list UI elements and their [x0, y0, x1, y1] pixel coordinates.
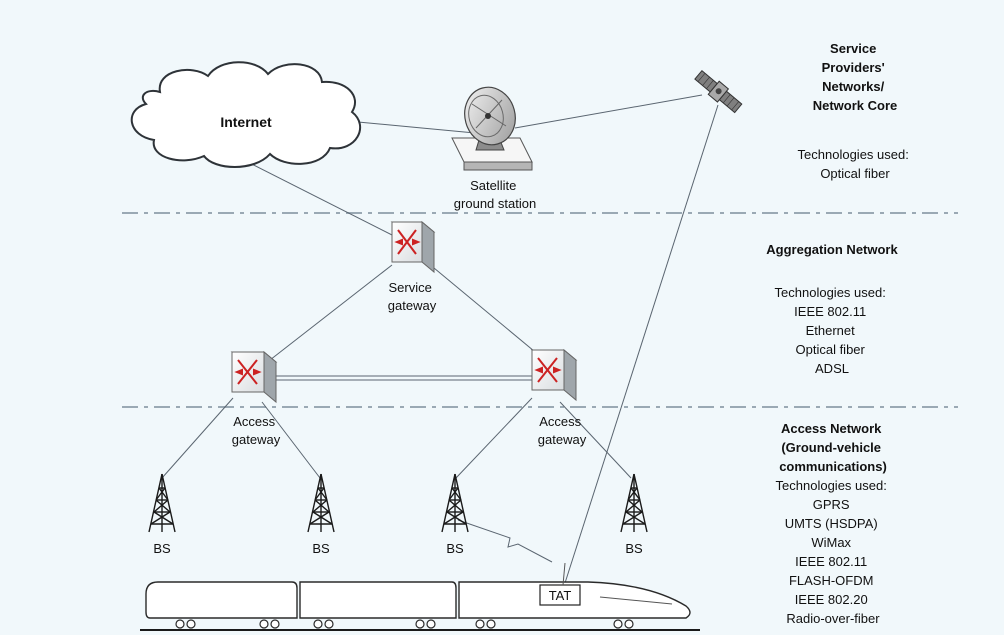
cell-tower-icon	[620, 473, 648, 533]
internet-label: Internet	[220, 114, 272, 130]
cell-tower-icon	[307, 473, 335, 533]
base-station-3: BS	[441, 473, 469, 556]
right-access-gateway-label: Access gateway	[538, 414, 587, 447]
core-layer-title: Service Providers' Networks/ Network Cor…	[813, 41, 898, 113]
internet-cloud: Internet	[130, 61, 362, 168]
service-gateway-label: Service gateway	[388, 280, 437, 313]
link-left-gateway-bs1	[161, 397, 234, 479]
left-access-gateway-router: Access gateway	[230, 350, 281, 447]
link-right-gateway-bs3	[455, 397, 533, 479]
train-antenna	[562, 562, 566, 586]
router-arrows-icon	[534, 357, 562, 383]
link-satellite-train	[564, 104, 719, 584]
core-layer-description: Service Providers' Networks/ Network Cor…	[798, 41, 913, 181]
aggregation-technologies: Technologies used: IEEE 802.11 Ethernet …	[775, 285, 890, 376]
train-car-1	[145, 581, 298, 619]
link-ground-station-satellite	[514, 94, 703, 129]
cell-tower-icon	[441, 473, 469, 533]
link-internet-ground-station	[357, 121, 476, 134]
link-service-right-gateway	[433, 267, 541, 357]
access-layer-title: Access Network (Ground-vehicle communica…	[779, 421, 887, 474]
service-gateway-router: Service gateway	[388, 220, 437, 313]
bs-label: BS	[312, 541, 330, 556]
left-access-gateway-label: Access gateway	[232, 414, 281, 447]
train-car-2	[299, 581, 457, 619]
access-layer-description: Access Network (Ground-vehicle communica…	[776, 421, 891, 626]
access-technologies: Technologies used: GPRS UMTS (HSDPA) WiM…	[776, 478, 891, 626]
satellite-ground-station: Satellite ground station	[451, 86, 536, 211]
bs-label: BS	[153, 541, 171, 556]
base-station-4: BS	[620, 473, 648, 556]
base-station-2: BS	[307, 473, 335, 556]
base-station-1: BS	[148, 473, 176, 556]
radio-link-bs3-train	[457, 519, 553, 563]
link-internet-service-gateway	[227, 151, 399, 239]
bs-label: BS	[446, 541, 464, 556]
tat-label: TAT	[549, 588, 572, 603]
tat-box	[539, 584, 581, 606]
train: TAT	[140, 562, 700, 631]
core-technologies: Technologies used: Optical fiber	[798, 147, 913, 181]
link-service-left-gateway	[269, 264, 393, 361]
satellite-dish-icon	[451, 86, 533, 171]
aggregation-layer-title: Aggregation Network	[766, 242, 898, 257]
network-links	[161, 94, 719, 584]
ground-station-label: Satellite ground station	[454, 178, 536, 211]
train-wheels	[175, 619, 634, 629]
link-right-gateway-bs4	[559, 401, 632, 479]
router-arrows-icon	[394, 229, 421, 255]
link-left-gateway-bs2	[261, 401, 321, 479]
bs-label: BS	[625, 541, 643, 556]
satellite-icon	[694, 69, 743, 114]
cell-tower-icon	[148, 473, 176, 533]
router-arrows-icon	[234, 359, 262, 385]
right-access-gateway-router: Access gateway	[530, 348, 587, 447]
aggregation-layer-description: Aggregation Network Technologies used: I…	[766, 242, 898, 376]
